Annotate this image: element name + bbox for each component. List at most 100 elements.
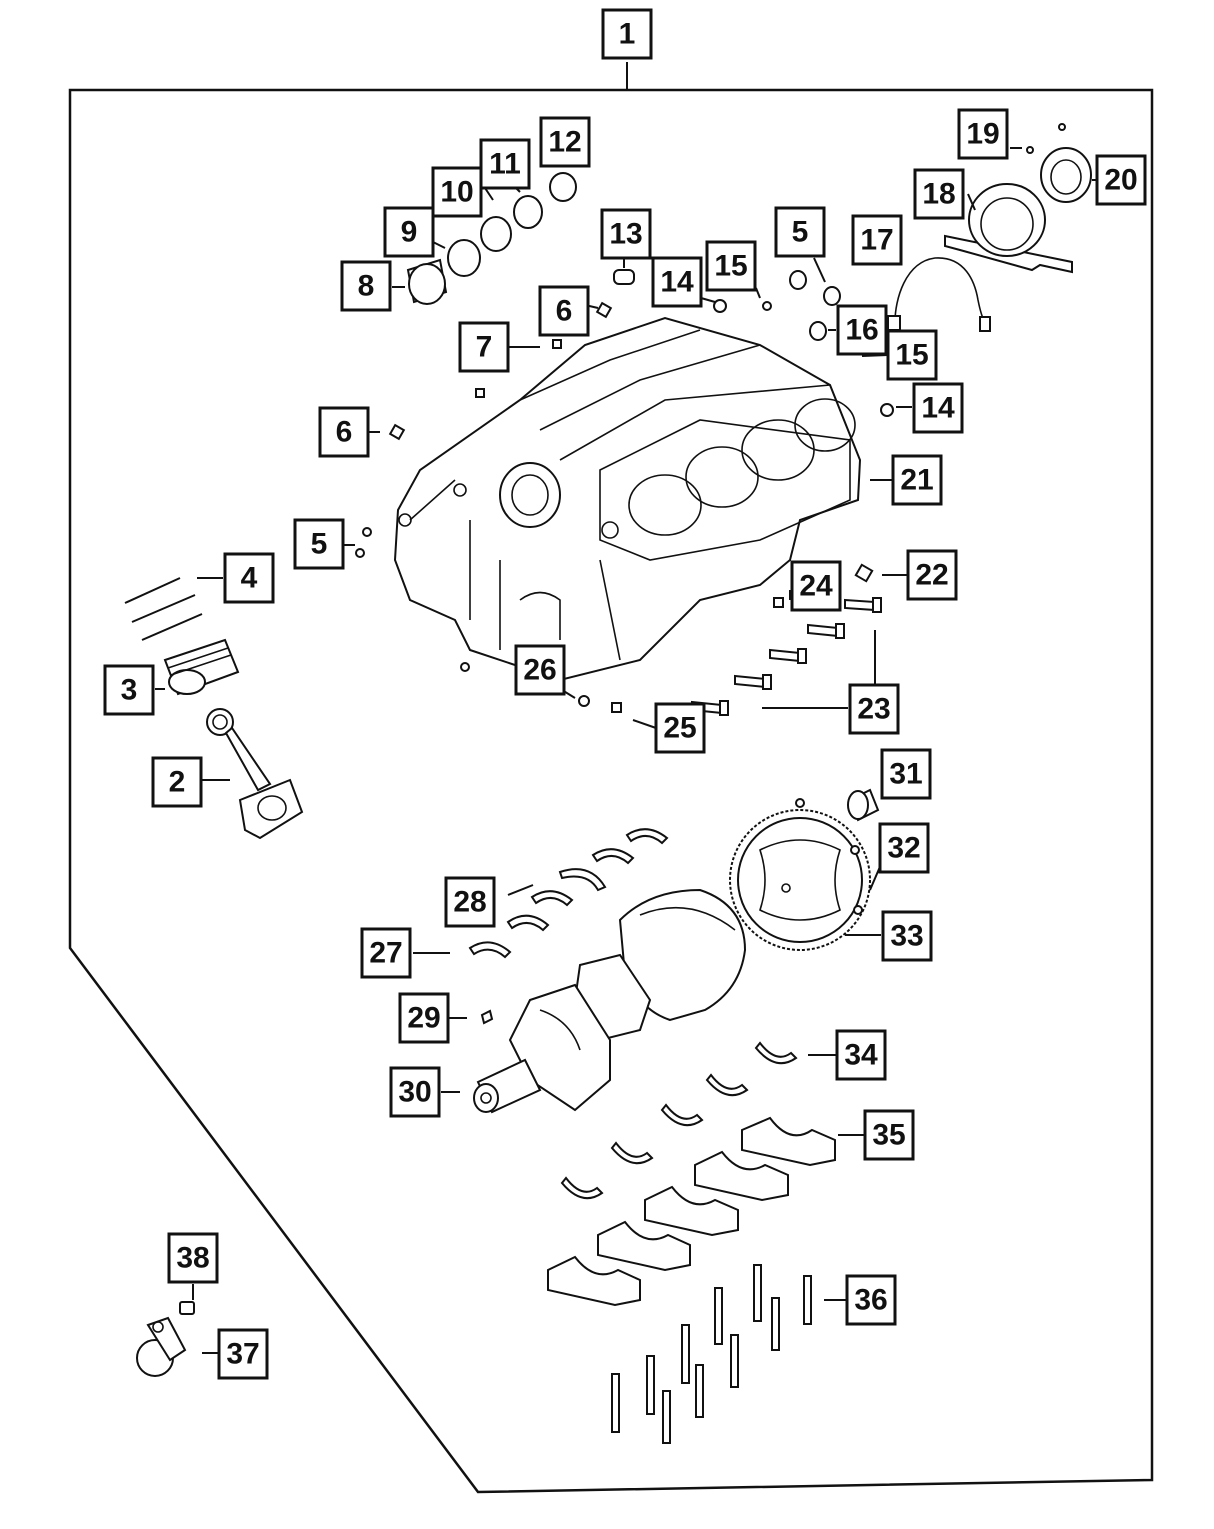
svg-text:1: 1 bbox=[619, 18, 636, 51]
callout-34[interactable]: 34 bbox=[835, 1029, 887, 1081]
callout-14-top[interactable]: 14 bbox=[651, 256, 703, 308]
crankshaft-30 bbox=[473, 888, 747, 1114]
bolt-32-b bbox=[850, 845, 860, 855]
svg-text:38: 38 bbox=[176, 1242, 209, 1275]
svg-text:34: 34 bbox=[844, 1039, 878, 1072]
callout-16[interactable]: 16 bbox=[836, 304, 888, 356]
svg-text:24: 24 bbox=[799, 570, 833, 603]
plug-7 bbox=[552, 339, 562, 349]
cam-bearing-12 bbox=[549, 172, 577, 202]
harness-connector-b bbox=[979, 316, 991, 332]
callout-5-right[interactable]: 5 bbox=[774, 206, 826, 258]
svg-text:25: 25 bbox=[663, 712, 696, 745]
callout-2[interactable]: 2 bbox=[151, 756, 203, 808]
svg-text:8: 8 bbox=[358, 270, 375, 303]
leader-lines bbox=[155, 147, 1097, 1354]
callout-18[interactable]: 18 bbox=[913, 168, 965, 220]
svg-text:18: 18 bbox=[922, 178, 955, 211]
callout-32[interactable]: 32 bbox=[878, 822, 930, 874]
rear-main-seal-20 bbox=[1040, 147, 1092, 203]
plug-26 bbox=[578, 695, 590, 707]
callout-6-top[interactable]: 6 bbox=[538, 285, 590, 337]
svg-text:11: 11 bbox=[489, 148, 521, 181]
callout-1[interactable]: 1 bbox=[601, 8, 653, 60]
callout-30[interactable]: 30 bbox=[389, 1066, 441, 1118]
callout-29[interactable]: 29 bbox=[398, 992, 450, 1044]
bolt-19-b bbox=[1058, 123, 1066, 131]
main-cap-bolts-36 bbox=[611, 1264, 812, 1444]
sensor-harness-17 bbox=[894, 257, 986, 323]
callout-10[interactable]: 10 bbox=[431, 166, 483, 218]
callout-27[interactable]: 27 bbox=[360, 927, 412, 979]
svg-text:35: 35 bbox=[872, 1119, 905, 1152]
bolt-32-a bbox=[795, 798, 805, 808]
svg-text:12: 12 bbox=[548, 126, 581, 159]
callout-9[interactable]: 9 bbox=[383, 206, 435, 258]
svg-text:27: 27 bbox=[369, 937, 402, 970]
svg-text:2: 2 bbox=[169, 766, 186, 799]
svg-text:20: 20 bbox=[1104, 164, 1137, 197]
callout-12[interactable]: 12 bbox=[539, 116, 591, 168]
callout-20[interactable]: 20 bbox=[1095, 154, 1147, 206]
svg-text:7: 7 bbox=[476, 331, 493, 364]
callout-24[interactable]: 24 bbox=[790, 560, 842, 612]
callout-37[interactable]: 37 bbox=[217, 1328, 269, 1380]
svg-text:23: 23 bbox=[857, 693, 890, 726]
svg-text:6: 6 bbox=[556, 295, 573, 328]
plug-7b bbox=[475, 388, 485, 398]
svg-text:17: 17 bbox=[860, 224, 893, 257]
svg-text:36: 36 bbox=[854, 1284, 887, 1317]
svg-text:28: 28 bbox=[453, 886, 486, 919]
callout-15-top[interactable]: 15 bbox=[705, 240, 757, 292]
callout-13[interactable]: 13 bbox=[600, 208, 652, 260]
callout-21[interactable]: 21 bbox=[891, 454, 943, 506]
callout-7[interactable]: 7 bbox=[458, 321, 510, 373]
callout-31[interactable]: 31 bbox=[880, 748, 932, 800]
bolt-38 bbox=[179, 1301, 195, 1315]
svg-text:31: 31 bbox=[889, 758, 922, 791]
knock-sensor-37 bbox=[136, 1316, 187, 1377]
svg-text:37: 37 bbox=[226, 1338, 259, 1371]
svg-text:30: 30 bbox=[398, 1076, 431, 1109]
callout-3[interactable]: 3 bbox=[103, 664, 155, 716]
callout-11[interactable]: 11 bbox=[479, 138, 531, 190]
rear-seal-retainer-18 bbox=[944, 183, 1073, 274]
callout-6-left[interactable]: 6 bbox=[318, 406, 370, 458]
plug-14-top bbox=[713, 299, 727, 313]
callout-4[interactable]: 4 bbox=[223, 552, 275, 604]
callout-25[interactable]: 25 bbox=[654, 702, 706, 754]
dowel-6-left bbox=[388, 423, 406, 441]
callout-22[interactable]: 22 bbox=[906, 549, 958, 601]
callout-23[interactable]: 23 bbox=[848, 683, 900, 735]
callout-17[interactable]: 17 bbox=[851, 214, 903, 266]
callout-35[interactable]: 35 bbox=[863, 1109, 915, 1161]
svg-text:15: 15 bbox=[895, 339, 928, 372]
piston-rings-4 bbox=[124, 577, 203, 641]
plug-14-right bbox=[880, 403, 894, 417]
callout-14-right[interactable]: 14 bbox=[912, 382, 964, 434]
cam-bearing-8 bbox=[406, 258, 448, 305]
callout-19[interactable]: 19 bbox=[957, 108, 1009, 160]
callout-36[interactable]: 36 bbox=[845, 1274, 897, 1326]
svg-text:22: 22 bbox=[915, 559, 948, 592]
callout-26[interactable]: 26 bbox=[514, 644, 566, 696]
plug-5-left-b bbox=[355, 548, 365, 558]
plug-bottom bbox=[460, 662, 470, 672]
callout-33[interactable]: 33 bbox=[881, 910, 933, 962]
dowel-6-top bbox=[595, 301, 613, 319]
svg-text:29: 29 bbox=[407, 1002, 440, 1035]
callout-5-left[interactable]: 5 bbox=[293, 518, 345, 570]
tone-wheel-33 bbox=[729, 809, 871, 951]
callout-38[interactable]: 38 bbox=[167, 1232, 219, 1284]
callout-28[interactable]: 28 bbox=[444, 876, 496, 928]
plug-15-top bbox=[762, 301, 772, 311]
plug-25 bbox=[611, 702, 622, 713]
callout-15-right[interactable]: 15 bbox=[886, 329, 938, 381]
svg-text:15: 15 bbox=[714, 250, 747, 283]
bolt-32-c bbox=[853, 905, 863, 915]
callout-8[interactable]: 8 bbox=[340, 260, 392, 312]
svg-text:14: 14 bbox=[660, 266, 694, 299]
pilot-bearing-31 bbox=[847, 788, 880, 822]
svg-text:14: 14 bbox=[921, 392, 955, 425]
